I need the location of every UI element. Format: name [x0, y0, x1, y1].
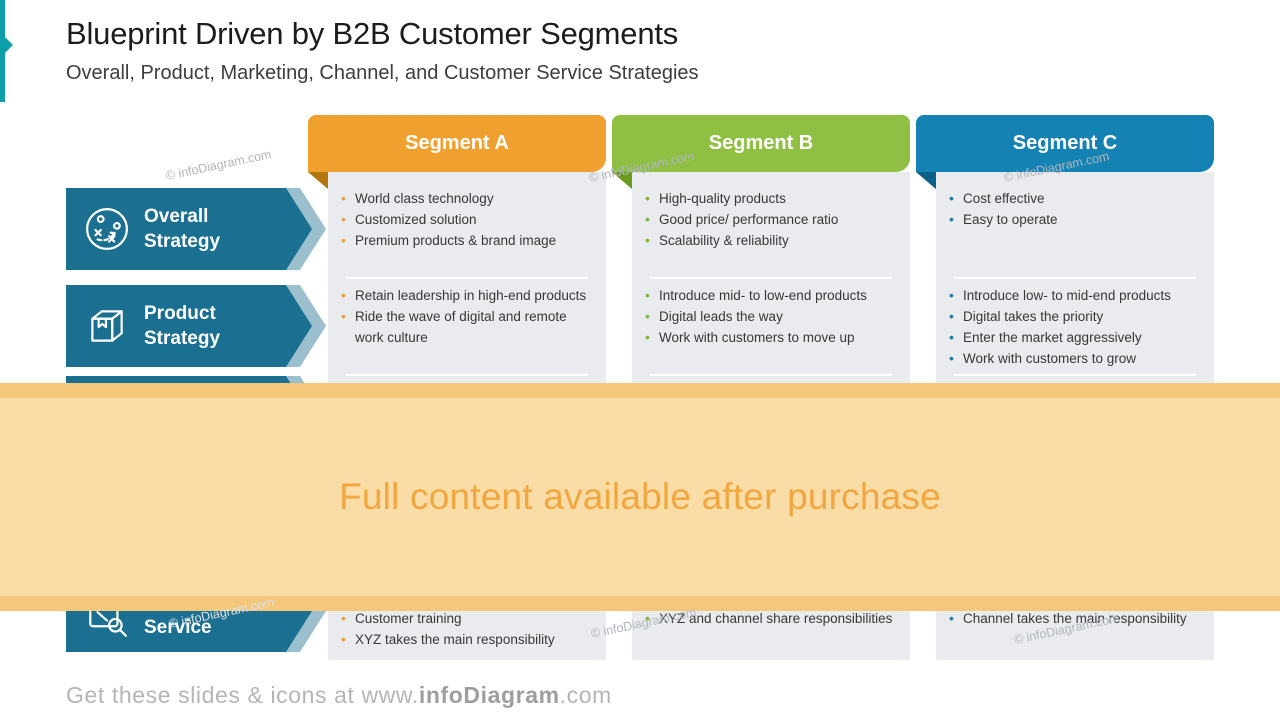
- bullet-list: Retain leadership in high-end productsRi…: [328, 285, 606, 348]
- bullet-item: Good price/ performance ratio: [632, 209, 910, 230]
- purchase-overlay: Full content available after purchase: [0, 383, 1280, 611]
- bullet-list: XYZ and channel share responsibilities: [632, 608, 910, 629]
- bullet-item: Customized solution: [328, 209, 606, 230]
- header-fold-shape: [916, 172, 937, 190]
- bullet-item: Introduce mid- to low-end products: [632, 285, 910, 306]
- row-label: Service: [144, 616, 212, 638]
- strategy-icon: [84, 206, 130, 252]
- bullet-item: Cost effective: [936, 188, 1214, 209]
- bullet-list: Introduce low- to mid-end productsDigita…: [936, 285, 1214, 369]
- divider: [954, 374, 1196, 376]
- product-box-icon: [84, 303, 130, 349]
- bullet-item: Enter the market aggressively: [936, 327, 1214, 348]
- bullet-item: High-quality products: [632, 188, 910, 209]
- footer-brand: infoDiagram: [418, 682, 560, 708]
- bullet-item: Easy to operate: [936, 209, 1214, 230]
- bullet-item: Retain leadership in high-end products: [328, 285, 606, 306]
- bullet-item: World class technology: [328, 188, 606, 209]
- bullet-item: Ride the wave of digital and remote work…: [328, 306, 606, 348]
- divider: [650, 374, 892, 376]
- divider: [954, 277, 1196, 279]
- purchase-overlay-text: Full content available after purchase: [339, 476, 941, 517]
- divider: [650, 277, 892, 279]
- segment-b-header: Segment B: [612, 115, 910, 172]
- bullet-list: Channel takes the main responsibility: [936, 608, 1214, 629]
- bullet-item: Introduce low- to mid-end products: [936, 285, 1214, 306]
- accent-bookmark-shape: [0, 0, 13, 102]
- footer-text-prefix: Get these slides & icons at www.: [66, 682, 419, 708]
- bullet-item: Scalability & reliability: [632, 230, 910, 251]
- divider: [346, 374, 588, 376]
- bullet-item: Customer training: [328, 608, 606, 629]
- footer-text-suffix: .com: [559, 682, 612, 708]
- bullet-list: World class technologyCustomized solutio…: [328, 188, 606, 251]
- bullet-item: Work with customers to grow: [936, 348, 1214, 369]
- bullet-item: XYZ takes the main responsibility: [328, 629, 606, 650]
- page-title: Blueprint Driven by B2B Customer Segment…: [66, 16, 679, 51]
- bullet-item: Premium products & brand image: [328, 230, 606, 251]
- row-label: Overall Strategy: [144, 205, 221, 252]
- bullet-list: Cost effectiveEasy to operate: [936, 188, 1214, 230]
- segment-c-header: Segment C: [916, 115, 1214, 172]
- bullet-item: Digital leads the way: [632, 306, 910, 327]
- segment-a-header: Segment A: [308, 115, 606, 172]
- page-subtitle: Overall, Product, Marketing, Channel, an…: [66, 62, 699, 84]
- bullet-item: Digital takes the priority: [936, 306, 1214, 327]
- row-overall-strategy: Overall Strategy: [66, 188, 328, 270]
- footer-promo: Get these slides & icons at www.infoDiag…: [66, 682, 612, 709]
- bullet-item: Work with customers to move up: [632, 327, 910, 348]
- bullet-item: XYZ and channel share responsibilities: [632, 608, 910, 629]
- bullet-list: Customer trainingXYZ takes the main resp…: [328, 608, 606, 650]
- bullet-list: Introduce mid- to low-end productsDigita…: [632, 285, 910, 348]
- divider: [346, 277, 588, 279]
- row-label: Product Strategy: [144, 302, 221, 349]
- header-fold-shape: [308, 172, 329, 190]
- bullet-item: Channel takes the main responsibility: [936, 608, 1214, 629]
- row-product-strategy: Product Strategy: [66, 285, 328, 367]
- bullet-list: High-quality productsGood price/ perform…: [632, 188, 910, 251]
- watermark: © infoDiagram.com: [164, 147, 273, 183]
